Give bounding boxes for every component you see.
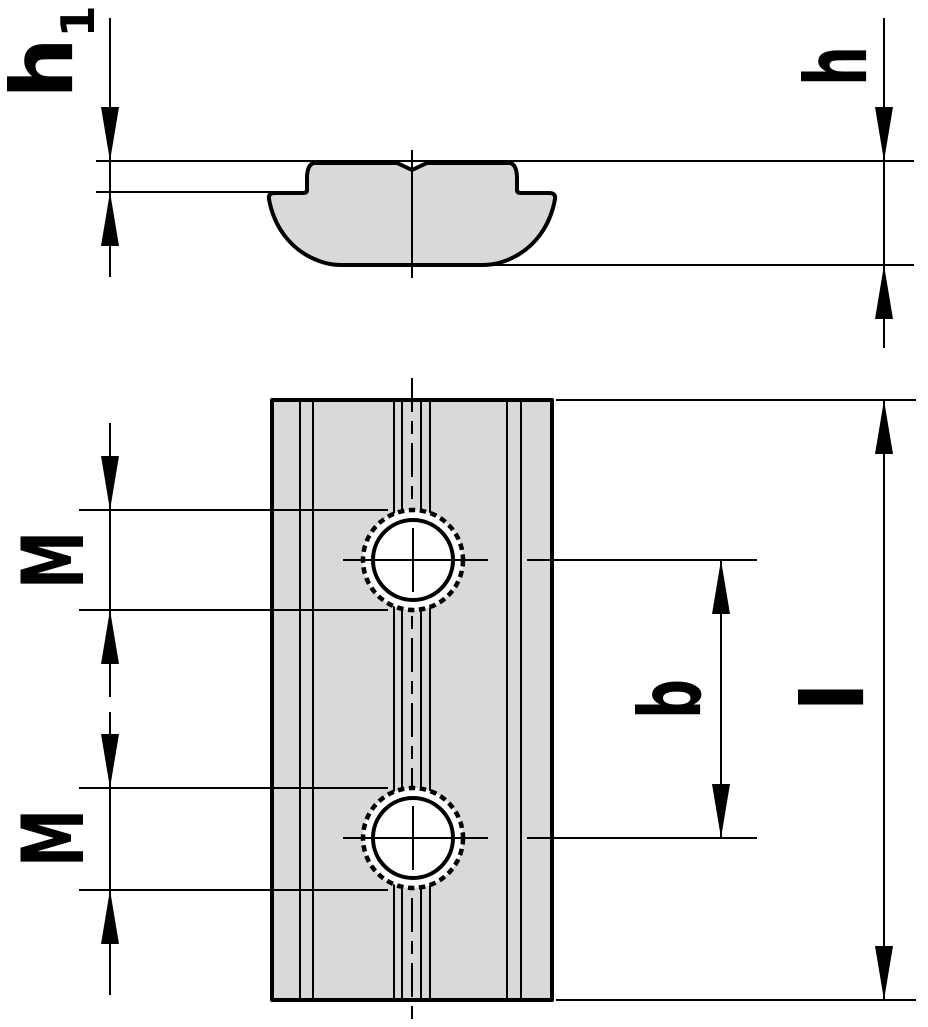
arrowhead-down-icon [875, 946, 893, 1000]
arrowhead-up-icon [101, 192, 119, 246]
arrowhead-down-icon [101, 107, 119, 161]
arrowhead-down-icon [101, 456, 119, 510]
label-m-top: M [4, 531, 104, 589]
arrowhead-up-icon [101, 610, 119, 664]
thread-hole-bottom [343, 785, 488, 891]
arrowhead-up-icon [712, 560, 730, 614]
arrowhead-down-icon [712, 784, 730, 838]
label-h1: h1 [0, 5, 105, 98]
label-l: l [784, 682, 884, 711]
dimension-m-bottom: M [4, 712, 388, 995]
arrowhead-up-icon [875, 265, 893, 319]
label-m-bottom: M [4, 809, 104, 867]
plan-view [270, 378, 554, 1027]
dimension-h1: h1 [0, 5, 119, 277]
arrowhead-up-icon [875, 400, 893, 454]
dimension-l: l [556, 399, 916, 1001]
dimension-m-top: M [4, 423, 388, 697]
profile-groove-lines [299, 402, 522, 998]
arrowhead-down-icon [101, 734, 119, 788]
arrowhead-down-icon [875, 107, 893, 161]
label-b: b [621, 679, 721, 719]
thread-hole-top [343, 507, 488, 613]
label-h: h [787, 46, 887, 86]
arrowhead-up-icon [101, 890, 119, 944]
dimension-h: h [787, 18, 893, 348]
dimension-b: b [527, 559, 757, 839]
section-view [96, 150, 914, 278]
